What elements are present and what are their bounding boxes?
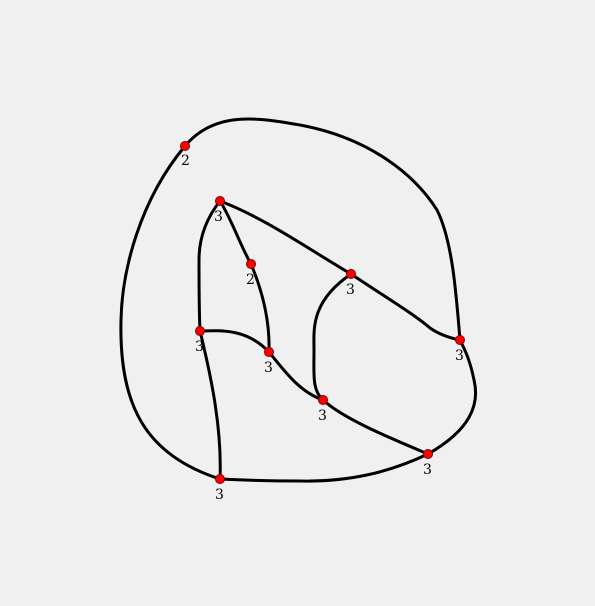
edge-b-f [218, 199, 353, 276]
node-label-e: 3 [264, 360, 273, 376]
node-label-c: 2 [246, 272, 255, 288]
node-label-d: 3 [195, 339, 204, 355]
node-i[interactable] [455, 335, 465, 345]
node-label-i: 3 [455, 348, 464, 364]
node-d[interactable] [195, 326, 205, 336]
node-label-g: 3 [318, 408, 327, 424]
edge-d-e [198, 329, 271, 354]
node-f[interactable] [346, 269, 356, 279]
edge-a-i [183, 117, 462, 342]
label-group: 2 3 2 3 3 3 3 3 3 3 [181, 153, 464, 503]
node-label-f: 3 [346, 282, 355, 298]
node-c[interactable] [246, 259, 256, 269]
edge-b-c [218, 199, 253, 266]
edge-h-j [218, 452, 430, 483]
node-e[interactable] [264, 347, 274, 357]
edge-b-d [197, 199, 222, 333]
node-label-a: 2 [181, 153, 190, 169]
edge-g-h [321, 398, 430, 456]
node-b[interactable] [215, 196, 225, 206]
edge-d-j [198, 329, 222, 481]
node-label-j: 3 [215, 487, 224, 503]
node-a[interactable] [180, 141, 190, 151]
edge-group [119, 117, 478, 483]
node-label-b: 3 [214, 209, 223, 225]
edge-e-g [267, 350, 325, 402]
edge-a-j [119, 144, 222, 481]
edge-f-g [312, 272, 353, 402]
edge-h-i [426, 338, 478, 456]
node-label-h: 3 [423, 462, 432, 478]
node-j[interactable] [215, 474, 225, 484]
node-group [180, 141, 465, 484]
node-h[interactable] [423, 449, 433, 459]
edge-f-i [349, 272, 462, 342]
edge-c-e [249, 262, 271, 354]
node-g[interactable] [318, 395, 328, 405]
